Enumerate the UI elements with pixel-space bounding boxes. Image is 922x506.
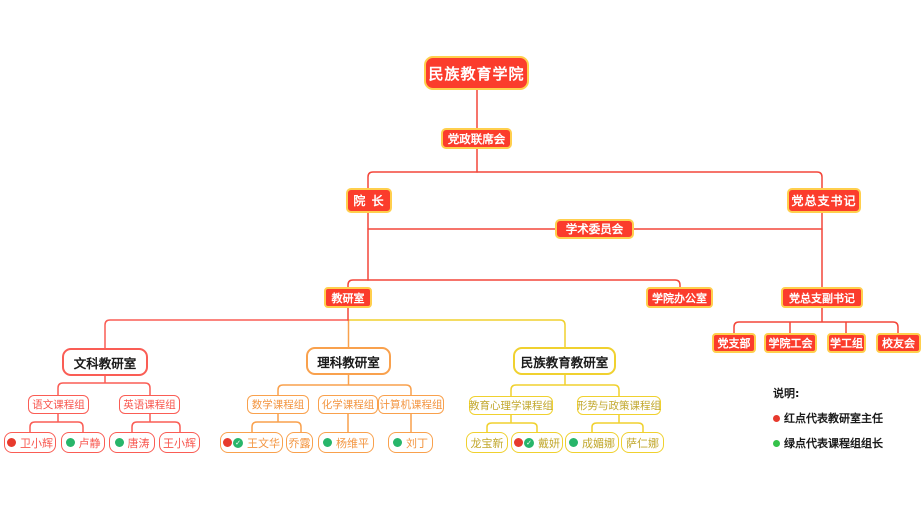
node-person-sa-renna[interactable]: 萨仁娜 <box>621 432 664 453</box>
node-person-tang-tao[interactable]: 唐涛 <box>109 432 155 453</box>
node-person-qiao-lu[interactable]: 乔露 <box>286 432 313 453</box>
person-name: 萨仁娜 <box>626 436 659 450</box>
green-dot-icon <box>773 439 780 447</box>
green-check-dot-icon: ✓ <box>233 437 243 448</box>
node-president[interactable]: 院 长 <box>346 188 392 213</box>
legend-green-item: 绿点代表课程组组长 <box>773 435 883 451</box>
legend-green-label: 绿点代表课程组组长 <box>784 437 883 450</box>
person-name: 卢静 <box>78 436 101 450</box>
node-math-group[interactable]: 数学课程组 <box>247 395 309 414</box>
person-name: 戴妍 <box>538 436 560 450</box>
person-name: 王文华 <box>247 436 280 450</box>
node-person-dai-yan[interactable]: ✓ 戴妍 <box>511 432 563 453</box>
legend: 说明: 红点代表教研室主任 绿点代表课程组组长 <box>773 385 883 460</box>
node-english-group[interactable]: 英语课程组 <box>119 395 180 414</box>
person-name: 杨维平 <box>336 436 369 450</box>
node-chinese-group[interactable]: 语文课程组 <box>28 395 89 414</box>
person-name: 卫小辉 <box>20 436 53 450</box>
node-college-office[interactable]: 学院办公室 <box>646 287 713 308</box>
node-person-cheng-meina[interactable]: 成媚娜 <box>565 432 619 453</box>
person-name: 刘丁 <box>406 436 428 450</box>
node-ethnic-education-office[interactable]: 民族教育教研室 <box>513 347 616 375</box>
node-science-office[interactable]: 理科教研室 <box>306 347 391 375</box>
node-chemistry-group[interactable]: 化学课程组 <box>318 395 378 414</box>
node-person-wei-xiaohui[interactable]: 卫小辉 <box>4 432 56 453</box>
node-student-work-group[interactable]: 学工组 <box>827 333 866 353</box>
node-edu-psychology-group[interactable]: 教育心理学课程组 <box>469 396 553 415</box>
node-party-branch[interactable]: 党支部 <box>712 333 756 353</box>
green-dot-icon <box>569 438 578 447</box>
legend-title: 说明: <box>773 387 800 400</box>
person-name: 唐涛 <box>127 436 150 450</box>
red-dot-icon <box>514 438 523 447</box>
node-person-yang-weiping[interactable]: 杨维平 <box>318 432 374 453</box>
person-name: 成媚娜 <box>582 436 615 450</box>
node-teaching-research-office[interactable]: 教研室 <box>324 287 372 308</box>
node-deputy-party-secretary[interactable]: 党总支副书记 <box>781 287 863 308</box>
green-dot-icon <box>65 438 75 447</box>
node-person-liu-ding[interactable]: 刘丁 <box>388 432 433 453</box>
node-person-lu-jing[interactable]: 卢静 <box>61 432 105 453</box>
green-dot-icon <box>323 438 332 447</box>
node-party-secretary[interactable]: 党总支书记 <box>787 188 861 213</box>
green-check-dot-icon: ✓ <box>524 437 534 448</box>
node-person-wang-wenhua[interactable]: ✓ 王文华 <box>220 432 283 453</box>
node-joint-meeting[interactable]: 党政联席会 <box>441 128 512 149</box>
green-dot-icon <box>114 438 124 447</box>
legend-red-item: 红点代表教研室主任 <box>773 410 883 426</box>
node-academic-committee[interactable]: 学术委员会 <box>555 219 634 239</box>
node-alumni-association[interactable]: 校友会 <box>876 333 921 353</box>
green-dot-icon <box>393 438 402 447</box>
node-person-wang-xiaohui[interactable]: 王小辉 <box>159 432 200 453</box>
legend-red-label: 红点代表教研室主任 <box>784 412 883 425</box>
node-liberal-arts-office[interactable]: 文科教研室 <box>62 348 148 376</box>
person-name: 王小辉 <box>163 436 196 450</box>
node-root[interactable]: 民族教育学院 <box>424 56 529 90</box>
person-name: 龙宝新 <box>470 436 504 450</box>
person-name: 乔露 <box>288 436 311 450</box>
node-computer-group[interactable]: 计算机课程组 <box>378 395 444 414</box>
red-dot-icon <box>223 438 232 447</box>
red-dot-icon <box>7 438 16 447</box>
node-policy-group[interactable]: 形势与政策课程组 <box>577 396 661 415</box>
node-person-long-baoxin[interactable]: 龙宝新 <box>466 432 508 453</box>
red-dot-icon <box>773 414 780 422</box>
node-college-union[interactable]: 学院工会 <box>764 333 817 353</box>
